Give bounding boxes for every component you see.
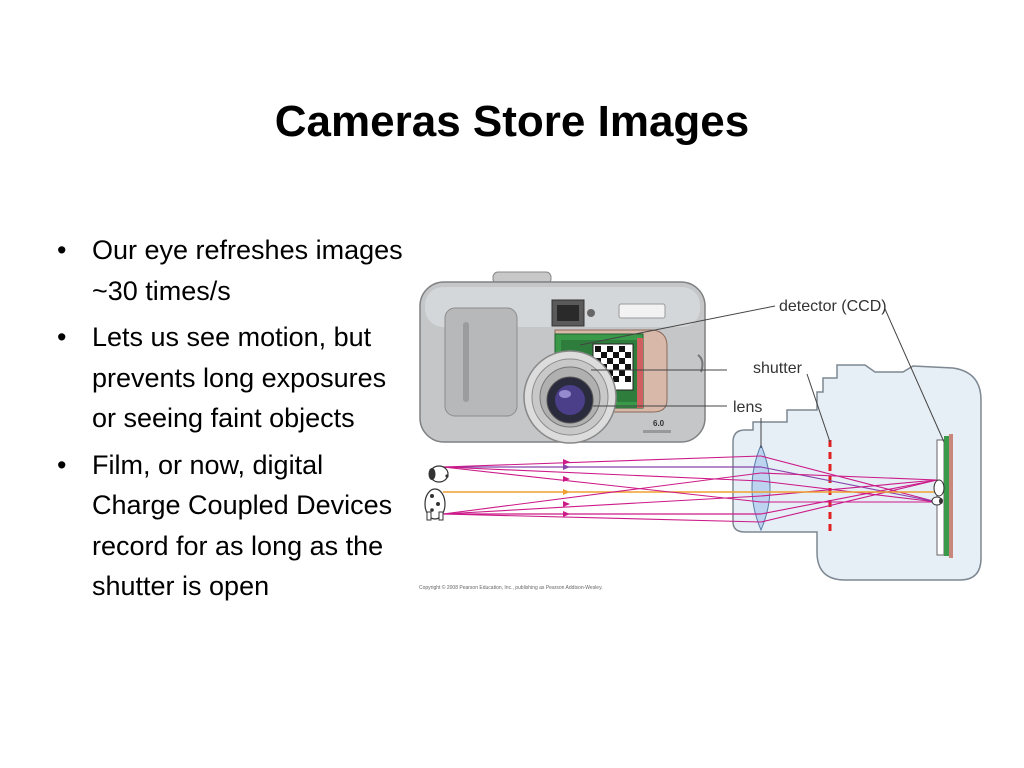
ray — [760, 455, 938, 503]
dog-ear — [428, 468, 436, 480]
dog-image-inverted — [931, 479, 945, 506]
lens-label: lens — [733, 399, 762, 416]
detector-leader-cam — [579, 305, 776, 346]
camera-badge: 6.0 — [653, 419, 665, 428]
ray-arrow — [563, 489, 570, 495]
ray-arrow — [563, 464, 570, 470]
ray — [442, 495, 762, 515]
ray-arrow — [563, 459, 570, 465]
ray-arrow — [563, 476, 570, 482]
bullet-text: Our eye refreshes images ~30 times/s — [92, 235, 403, 306]
ray — [760, 479, 938, 515]
lens-glass-inner — [555, 385, 585, 415]
dog-image-ear — [939, 498, 943, 504]
bullet-dot: • — [57, 235, 67, 265]
detector-leader-diagram — [884, 308, 945, 443]
shutter-leader-diagram — [806, 373, 831, 443]
ray-arrow — [563, 501, 570, 507]
light-rays — [442, 455, 938, 523]
camera-badge-subtext — [643, 430, 671, 433]
detector-backing — [949, 434, 953, 558]
bullet-item: • Lets us see motion, but prevents long e… — [55, 317, 405, 439]
ray — [760, 472, 938, 481]
shutter-label: shutter — [753, 360, 803, 377]
ray — [442, 466, 762, 503]
flash-window — [618, 303, 666, 319]
camera-diagram: 6.0 — [405, 260, 1005, 600]
ray — [442, 513, 762, 523]
camera-lens — [523, 350, 617, 444]
bullet-text: Film, or now, digital Charge Coupled Dev… — [92, 449, 393, 602]
camera-cross-section — [732, 364, 982, 581]
camera-grip — [444, 307, 518, 417]
detector-label: detector (CCD) — [779, 298, 887, 315]
detector-ccd — [944, 436, 949, 556]
bullet-dot: • — [57, 449, 67, 480]
ray — [442, 472, 762, 515]
ccd-edge — [637, 338, 643, 408]
bullet-item: • Our eye refreshes images ~30 times/s — [55, 230, 405, 311]
camera-diagram-svg: 6.0 — [419, 271, 982, 591]
bullet-list: • Our eye refreshes images ~30 times/s • L… — [55, 230, 405, 613]
viewfinder-window — [557, 305, 579, 321]
ray-arrow — [563, 511, 570, 517]
digital-camera-illustration: 6.0 — [419, 271, 706, 444]
camera-grip-ridge — [463, 322, 469, 402]
dog-nose — [445, 474, 449, 478]
lens-reflection — [559, 390, 571, 398]
ray — [760, 466, 938, 503]
copyright-notice: Copyright © 2008 Pearson Education, Inc.… — [419, 584, 603, 591]
ray — [442, 466, 762, 482]
ray — [760, 479, 938, 497]
af-lamp — [587, 309, 595, 317]
bullet-dot: • — [57, 322, 67, 352]
slide-title: Cameras Store Images — [274, 97, 750, 146]
dog-leg — [426, 511, 432, 521]
bullet-item: • Film, or now, digital Charge Coupled De… — [55, 445, 405, 607]
ray — [442, 455, 762, 468]
dog-object — [424, 465, 449, 521]
dog-image-body — [933, 479, 945, 497]
cross-section-lens — [751, 443, 771, 532]
bullet-text: Lets us see motion, but prevents long ex… — [92, 322, 387, 433]
dog-leg — [438, 511, 444, 521]
ray — [760, 479, 938, 523]
